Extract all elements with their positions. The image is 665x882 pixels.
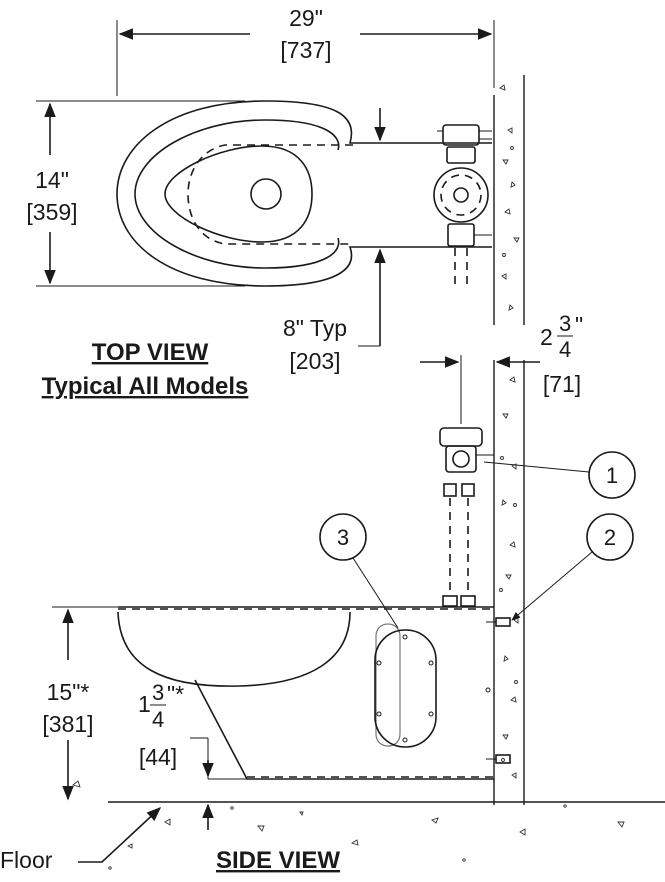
side-view-title: SIDE VIEW xyxy=(216,847,340,874)
wall xyxy=(493,75,525,805)
dimension-width: 29" [737] xyxy=(116,5,495,96)
width-mm: [737] xyxy=(280,37,331,63)
spacing-inches: 8" Typ xyxy=(283,315,347,341)
callout-3: 3 xyxy=(319,513,399,629)
top-view-title: TOP VIEW xyxy=(92,339,209,366)
offset-mm: [71] xyxy=(543,371,581,397)
width-inches: 29" xyxy=(289,5,323,31)
dimension-height: 15"* [381] xyxy=(42,606,118,801)
base-numerator: 3 xyxy=(152,680,164,705)
height-inches: 15"* xyxy=(47,679,90,705)
floor xyxy=(72,780,665,870)
floor-label: Floor xyxy=(0,807,162,873)
callout-1-number: 1 xyxy=(606,463,618,488)
top-view-flush-valve xyxy=(433,124,492,285)
base-mark: "* xyxy=(167,681,184,707)
dimension-spacing: 8" Typ [203] xyxy=(283,108,386,374)
top-view-bowl xyxy=(116,100,492,287)
side-view-flush-valve xyxy=(439,427,494,607)
dimension-base: 1 3 4 "* [44] xyxy=(138,680,247,830)
dimension-offset: 2 3 4 " [71] xyxy=(420,311,583,424)
base-mm: [44] xyxy=(139,744,177,770)
dimension-depth: 14" [359] xyxy=(26,100,245,287)
offset-denominator: 4 xyxy=(559,337,571,362)
depth-mm: [359] xyxy=(26,199,77,225)
height-mm: [381] xyxy=(42,711,93,737)
floor-text: Floor xyxy=(0,847,53,873)
wall-concrete-texture xyxy=(499,84,520,779)
side-view-bowl xyxy=(117,606,494,780)
callout-2: 2 xyxy=(511,513,634,621)
base-whole: 1 xyxy=(138,691,151,717)
top-view-subtitle: Typical All Models xyxy=(42,373,249,400)
callout-3-number: 3 xyxy=(337,525,349,550)
depth-inches: 14" xyxy=(35,167,69,193)
offset-mark: " xyxy=(575,312,583,338)
wall-carrier-bolts xyxy=(486,617,511,764)
offset-whole: 2 xyxy=(540,324,553,350)
spacing-mm: [203] xyxy=(289,348,340,374)
base-denominator: 4 xyxy=(152,707,164,732)
callout-1: 1 xyxy=(483,451,636,499)
callout-2-number: 2 xyxy=(604,525,616,550)
offset-numerator: 3 xyxy=(559,311,571,336)
